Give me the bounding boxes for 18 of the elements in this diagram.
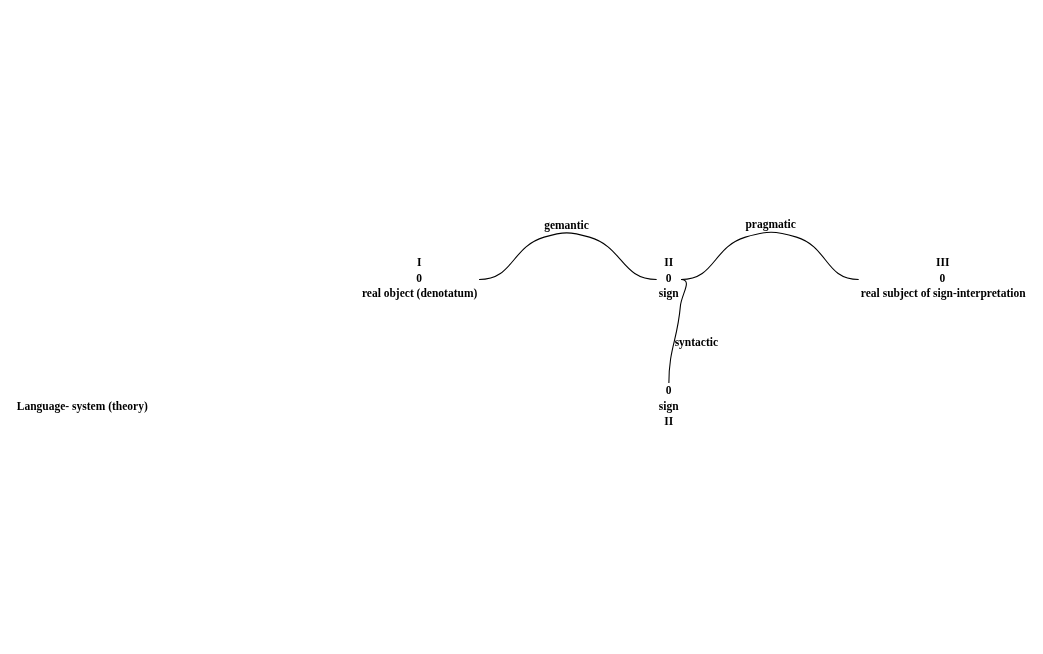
node-label: I (416, 255, 422, 268)
node-text: 0 (939, 271, 946, 284)
edge-label: pragmatic (745, 218, 796, 231)
edge-label: gemantic (544, 219, 589, 232)
node-label: real object (denotatum) (361, 287, 478, 300)
node-label: II (664, 255, 674, 268)
node-text: 0 (416, 271, 422, 284)
node-label: sign (658, 399, 679, 412)
label: Language- system (theory) (16, 399, 148, 412)
node-text: 0 (665, 383, 672, 396)
connector (478, 232, 658, 281)
edge-label: syntactic (674, 335, 719, 348)
connector (668, 279, 687, 384)
node-label: III (935, 255, 950, 268)
node-label: sign (658, 287, 679, 300)
node-label: II (664, 415, 674, 428)
node-label: real subject of sign-interpretation (860, 287, 1026, 300)
node-text: 0 (665, 271, 672, 284)
